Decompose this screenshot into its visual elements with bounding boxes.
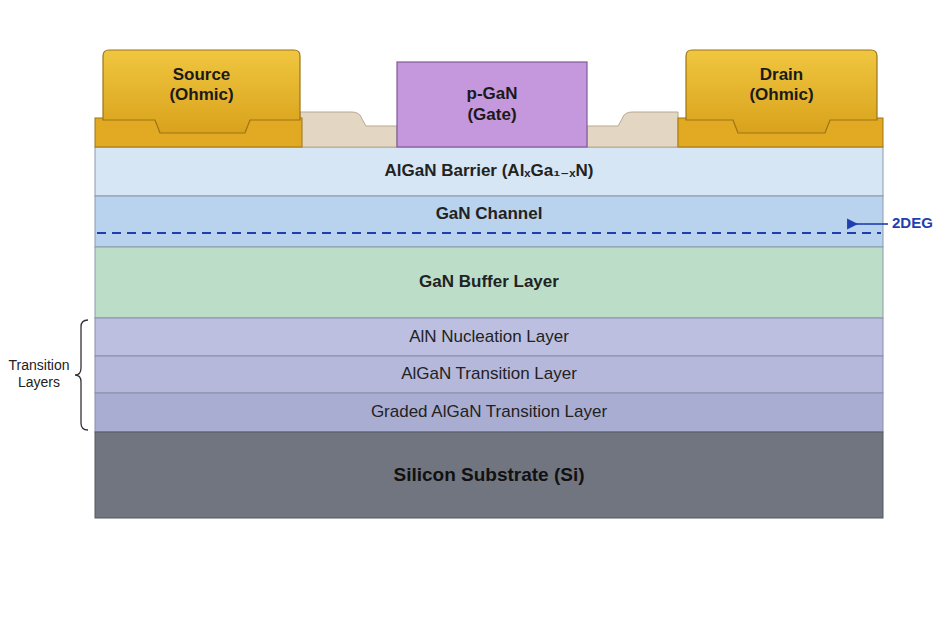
gate-body [397, 62, 587, 147]
transition-band [95, 356, 883, 393]
layer-label: Silicon Substrate (Si) [393, 464, 584, 487]
group-label: Transition Layers [4, 357, 74, 391]
contact-box: p-GaN (Gate) [397, 62, 587, 147]
layer-label: Drain (Ohmic) [727, 65, 837, 106]
buffer-band [95, 247, 883, 318]
layer-band: AlGaN Transition Layer [95, 356, 883, 393]
bracket [75, 320, 88, 430]
passivation [587, 112, 678, 147]
passivation [300, 112, 397, 147]
layer-label: AlGaN Barrier (AlₓGa₁₋ₓN) [385, 161, 594, 181]
channel-band [95, 196, 883, 247]
nucleation-band [95, 318, 883, 356]
callout-label: 2DEG [892, 214, 947, 232]
layer-label: AlGaN Transition Layer [401, 364, 577, 384]
ohmic-contact [103, 50, 300, 133]
layer-band: AlN Nucleation Layer [95, 318, 883, 356]
layer-band: AlGaN Barrier (AlₓGa₁₋ₓN) [95, 147, 883, 196]
layer-label: p-GaN (Gate) [442, 84, 542, 125]
layer-band: GaN Channel [95, 196, 883, 233]
layer-band: Silicon Substrate (Si) [95, 432, 883, 518]
layer-label: AlN Nucleation Layer [409, 327, 569, 347]
contact-box: Drain (Ohmic) [686, 50, 877, 120]
graded-band [95, 393, 883, 432]
layer-band: Graded AlGaN Transition Layer [95, 393, 883, 432]
layer-label: Graded AlGaN Transition Layer [371, 402, 607, 422]
layer-band: GaN Buffer Layer [95, 247, 883, 318]
barrier-band [95, 147, 883, 196]
layer-label: GaN Buffer Layer [419, 272, 559, 292]
layer-label: GaN Channel [436, 204, 543, 224]
2deg-line [97, 232, 881, 234]
contact-box: Source (Ohmic) [103, 50, 300, 120]
leader-arrow [856, 223, 888, 225]
substrate-band [95, 432, 883, 518]
ohmic-contact [686, 50, 877, 133]
layer-label: Source (Ohmic) [147, 65, 257, 106]
